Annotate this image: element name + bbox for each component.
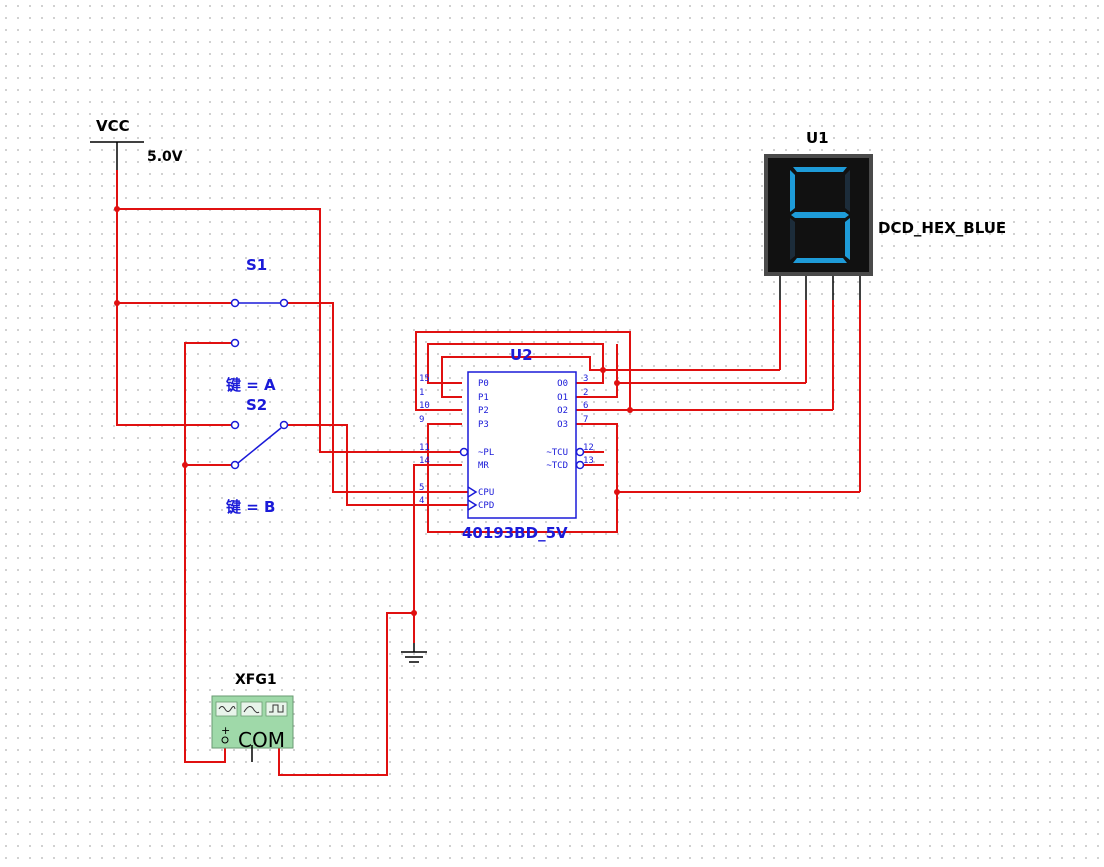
u2-left-pin-name: P3 bbox=[478, 420, 489, 430]
u2-left-pin-number: 15 bbox=[419, 374, 430, 384]
xfg1-ref: XFG1 bbox=[235, 672, 277, 688]
u2-right-pin-name: O3 bbox=[557, 420, 568, 430]
u1-ref: U1 bbox=[806, 129, 829, 147]
vcc-voltage: 5.0V bbox=[147, 149, 183, 165]
right-pins: 3O0 2O1 6O2 7O3 12 ~TCU 13 ~TCD bbox=[546, 374, 594, 471]
u2-ref: U2 bbox=[510, 346, 533, 364]
u2-right-pin-number: 3 bbox=[583, 374, 588, 384]
u2-left-pin-name: CPU bbox=[478, 488, 494, 498]
u2-left-pin-number: 5 bbox=[419, 483, 424, 493]
u2-right-pin-number: 6 bbox=[583, 401, 588, 411]
u2-left-pin-number: 14 bbox=[419, 456, 430, 466]
u2-right-pin-number: 2 bbox=[583, 388, 588, 398]
xfg1-plus: + bbox=[221, 724, 230, 737]
u2-right-pin-name: O0 bbox=[557, 379, 568, 389]
vcc-label: VCC bbox=[96, 117, 130, 135]
u2-right-pin-name: O2 bbox=[557, 406, 568, 416]
u2-right-pin-name: O1 bbox=[557, 393, 568, 403]
xfg1-com: COM bbox=[238, 728, 285, 752]
u2-left-pin-name: MR bbox=[478, 461, 489, 471]
s2-label: S2 bbox=[246, 396, 267, 414]
function-generator-xfg1[interactable]: XFG1 + COM bbox=[211, 672, 294, 762]
wires bbox=[116, 170, 861, 776]
u2-left-pin-name: P1 bbox=[478, 393, 489, 403]
hex-display-u1[interactable]: U1 DCD_HEX_BLUE bbox=[764, 129, 1006, 300]
triangle-wave-icon bbox=[240, 701, 263, 717]
u2-right-pin-number: 7 bbox=[583, 415, 588, 425]
u2-left-pin-name: CPD bbox=[478, 501, 494, 511]
switch-s1[interactable]: S1 键 = A bbox=[225, 256, 289, 394]
u2-left-pin-number: 11 bbox=[419, 443, 430, 453]
ground-symbol bbox=[401, 643, 427, 663]
u2-left-pin-name: P0 bbox=[478, 379, 489, 389]
sine-wave-icon bbox=[215, 701, 238, 717]
s1-key: 键 = A bbox=[225, 376, 276, 394]
u2-left-pin-name: P2 bbox=[478, 406, 489, 416]
u2-left-pin-number: 4 bbox=[419, 496, 424, 506]
square-wave-icon bbox=[265, 701, 288, 717]
u2-right-pin-name: ~TCD bbox=[546, 461, 568, 471]
u2-left-pin-number: 10 bbox=[419, 401, 430, 411]
u2-left-pin-name: ~PL bbox=[478, 448, 494, 458]
vcc-source[interactable]: VCC 5.0V bbox=[90, 117, 183, 170]
s2-key: 键 = B bbox=[225, 498, 275, 516]
u2-right-pin-name: ~TCU bbox=[546, 448, 568, 458]
u2-model: 40193BD_5V bbox=[462, 524, 568, 542]
s1-label: S1 bbox=[246, 256, 267, 274]
switch-s2[interactable]: S2 键 = B bbox=[225, 396, 289, 516]
u2-left-pin-number: 1 bbox=[419, 388, 424, 398]
u2-left-pin-number: 9 bbox=[419, 415, 424, 425]
seven-segment-digit bbox=[790, 167, 850, 263]
u1-model: DCD_HEX_BLUE bbox=[878, 219, 1006, 237]
u2-right-pin-number: 13 bbox=[583, 456, 594, 466]
u2-right-pin-number: 12 bbox=[583, 443, 594, 453]
junction-dots bbox=[114, 206, 633, 616]
